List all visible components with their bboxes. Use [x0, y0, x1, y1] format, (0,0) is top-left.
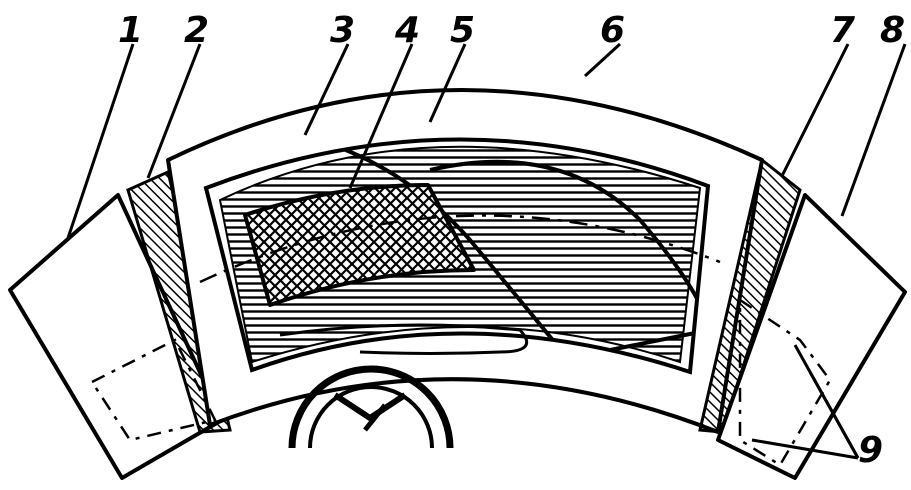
label-6: 6: [600, 10, 625, 51]
label-5: 5: [450, 10, 475, 51]
left-dashed-region: [90, 338, 217, 442]
lower-outline-contour: [279, 323, 529, 355]
cross-hatched-sub-image: [243, 183, 476, 307]
right-side-panel: [716, 193, 907, 480]
label-1: 1: [118, 10, 143, 51]
label-8: 8: [880, 10, 905, 51]
label-4: 4: [394, 10, 420, 51]
label-3: 3: [330, 10, 355, 51]
label-9: 9: [858, 430, 883, 471]
label-2: 2: [184, 10, 209, 51]
right-dashed-region: [738, 297, 832, 467]
steering-wheel: [288, 365, 454, 449]
label-7: 7: [830, 10, 855, 51]
leader-lines: [66, 42, 907, 460]
dashed-projection-curve: [199, 214, 721, 284]
